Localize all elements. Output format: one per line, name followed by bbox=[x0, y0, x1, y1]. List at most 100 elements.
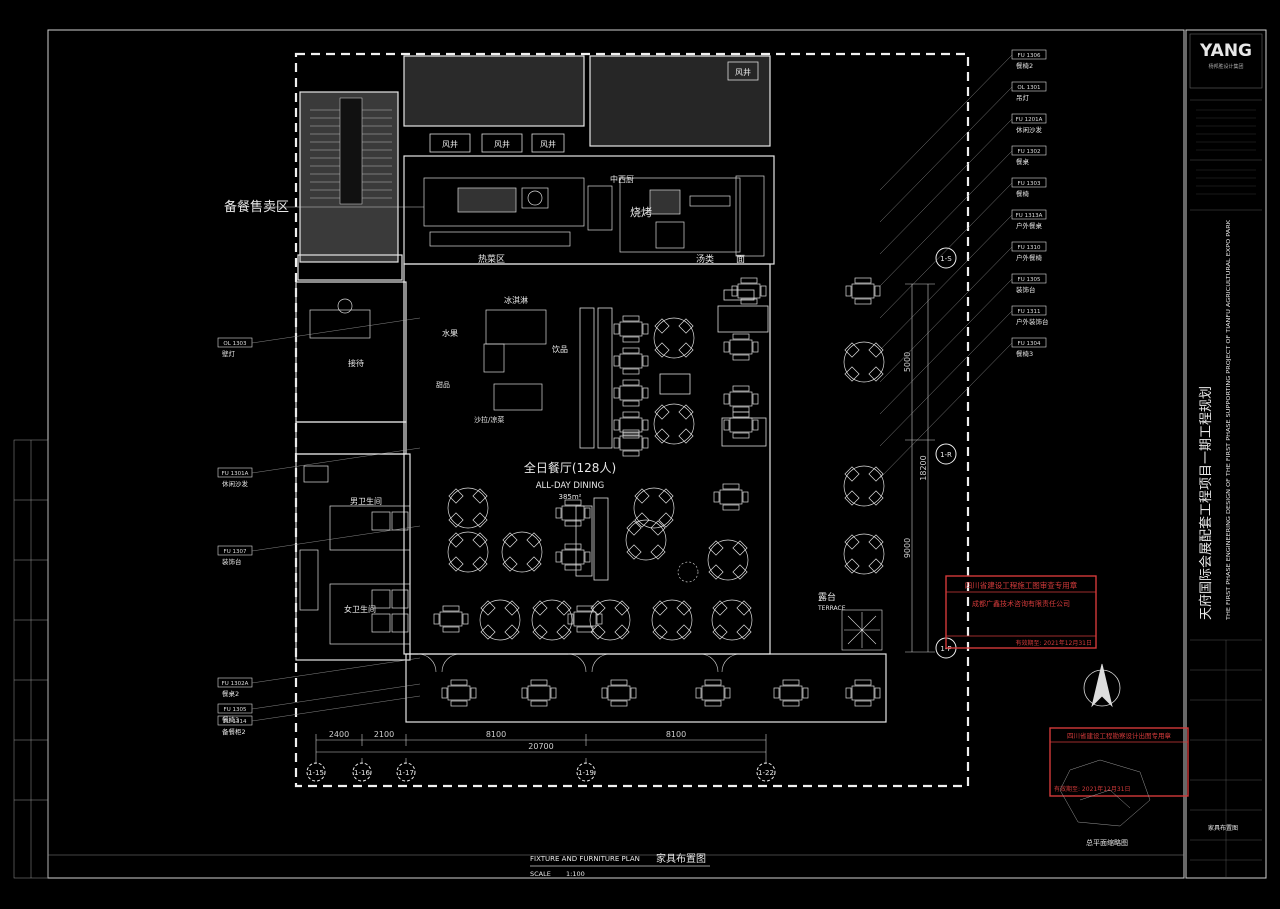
label-bbq: 烧烤 bbox=[630, 205, 652, 219]
main-room-cn: 全日餐厅(128人) bbox=[524, 460, 616, 475]
square-table-10 bbox=[555, 543, 591, 571]
axis-label: 1-S bbox=[940, 255, 952, 263]
legend-tag-3: FU 1302 餐桌 bbox=[879, 145, 1047, 287]
label-prep-area: 备餐售卖区 bbox=[224, 199, 289, 215]
legend-name: 装饰台 bbox=[1016, 285, 1036, 294]
dim-right-total: 18200 bbox=[919, 455, 928, 480]
left-tag-code: FU 1302A bbox=[222, 681, 249, 687]
axis-label: 1-22 bbox=[758, 769, 774, 777]
label-terrace-cn: 露台 bbox=[818, 591, 836, 603]
round-table-14 bbox=[651, 599, 693, 641]
legend-name: 吊灯 bbox=[1016, 93, 1030, 102]
legend-code: FU 1313A bbox=[1016, 213, 1043, 219]
axis-bubble-1-15: 1-15 bbox=[306, 758, 326, 782]
square-table-18 bbox=[845, 277, 881, 305]
label-drinks: 饮品 bbox=[552, 344, 568, 354]
square-table-2 bbox=[613, 379, 649, 407]
round-table-12 bbox=[531, 599, 573, 641]
project-title-cn: 天府国际会展配套工程项目一期工程规划 bbox=[1198, 386, 1214, 620]
square-table-3 bbox=[613, 411, 649, 439]
square-table-16 bbox=[773, 679, 809, 707]
round-table-7 bbox=[707, 539, 749, 581]
left-tag-name: 休闲沙发 bbox=[222, 479, 249, 488]
square-table-11 bbox=[433, 605, 469, 633]
label-hot-kitchen: 热菜区 bbox=[478, 253, 505, 265]
square-table-5 bbox=[723, 333, 759, 361]
terrace-tree bbox=[677, 561, 883, 651]
round-table-5 bbox=[633, 487, 675, 529]
review-stamp: 四川省建设工程施工图审查专用章 成都广鑫技术咨询有限责任公司 有效期至: 202… bbox=[945, 575, 1097, 649]
label-noodles: 面 bbox=[736, 254, 745, 265]
stamp-top-title: 四川省建设工程施工图审查专用章 bbox=[965, 580, 1078, 590]
legend-name: 餐桌 bbox=[1016, 157, 1030, 166]
dimensions-right bbox=[905, 283, 935, 653]
brand-logo-text: YANG bbox=[1199, 41, 1252, 61]
dim-bottom-1: 2400 bbox=[329, 730, 349, 739]
label-cold-dishes: 沙拉/凉菜 bbox=[474, 415, 504, 424]
facade-windows bbox=[417, 653, 741, 673]
round-table-6 bbox=[625, 519, 667, 561]
square-table-14 bbox=[601, 679, 637, 707]
axis-label: 1-15 bbox=[308, 769, 324, 777]
legend-code: FU 1201A bbox=[1016, 117, 1043, 123]
round-table-4 bbox=[501, 531, 543, 573]
legend-name: 休闲沙发 bbox=[1016, 125, 1043, 134]
title-block: YANG 杨邦胜设计集团 天府国际会展配套工程项目一期工程规划 THE FIRS… bbox=[1185, 29, 1267, 879]
legend-code: FU 1303 bbox=[1018, 181, 1041, 187]
restrooms bbox=[299, 465, 411, 645]
legend-code: FU 1302 bbox=[1018, 149, 1041, 155]
round-table-3 bbox=[447, 531, 489, 573]
label-western-kitchen: 中西厨 bbox=[610, 174, 634, 184]
legend-tag-1: OL 1301 吊灯 bbox=[879, 81, 1047, 223]
fan-room-label-4: 风井 bbox=[735, 67, 751, 77]
axis-label: 1-R bbox=[940, 451, 952, 459]
legend-code: FU 1305 bbox=[1018, 277, 1041, 283]
stamp-top-company: 成都广鑫技术咨询有限责任公司 bbox=[972, 599, 1070, 608]
square-table-15 bbox=[695, 679, 731, 707]
dim-bottom-2: 2100 bbox=[374, 730, 394, 739]
round-table-13 bbox=[589, 599, 631, 641]
square-table-20 bbox=[567, 605, 603, 633]
left-tag-code: FU 1307 bbox=[224, 549, 247, 555]
main-room-en: ALL-DAY DINING bbox=[536, 481, 605, 491]
square-table-9 bbox=[555, 499, 591, 527]
fan-rooms bbox=[429, 61, 759, 153]
left-tag-code: FU 1301A bbox=[222, 471, 249, 477]
square-table-19 bbox=[731, 277, 767, 305]
left-tag-name: 备餐柜2 bbox=[222, 727, 246, 736]
legend-name: 餐椅 bbox=[1016, 189, 1030, 198]
plan-title-cn: 家具布置图 bbox=[656, 852, 706, 865]
legend-tag-4: FU 1303 餐椅 bbox=[879, 177, 1047, 319]
legend-code: FU 1304 bbox=[1018, 341, 1041, 347]
square-table-13 bbox=[521, 679, 557, 707]
axis-label: 1-P bbox=[940, 645, 951, 653]
round-table-10 bbox=[843, 533, 885, 575]
stamp-bottom-title: 四川省建设工程勘察设计出图专用章 bbox=[1067, 731, 1172, 740]
sheet-frame bbox=[47, 29, 1185, 879]
legend-code: OL 1301 bbox=[1017, 85, 1040, 91]
axis-label: 1-19 bbox=[578, 769, 594, 777]
label-terrace-en: TERRACE bbox=[817, 605, 846, 612]
site-boundary bbox=[294, 52, 970, 788]
site-plan-label: 总平面缩略图 bbox=[1086, 838, 1128, 847]
square-table-8 bbox=[713, 483, 749, 511]
square-table-6 bbox=[723, 385, 759, 413]
axis-label: 1-17 bbox=[398, 769, 414, 777]
dim-right-1: 5000 bbox=[903, 352, 912, 372]
axis-label: 1-16 bbox=[354, 769, 370, 777]
label-soup: 汤类 bbox=[696, 253, 714, 265]
left-tag-1: FU 1301A 休闲沙发 bbox=[217, 447, 421, 488]
label-female-wc: 女卫生间 bbox=[344, 604, 376, 614]
left-tag-code: OL 1303 bbox=[223, 341, 247, 347]
